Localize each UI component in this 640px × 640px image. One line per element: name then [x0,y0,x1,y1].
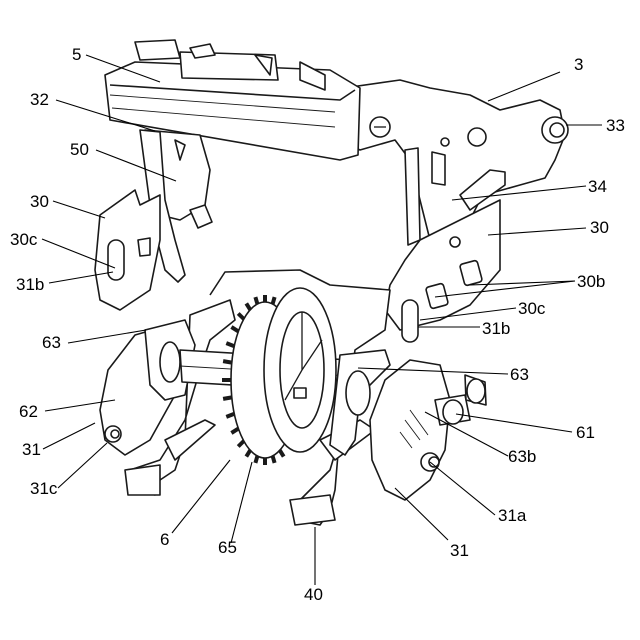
label-31b-right: 31b [482,319,510,338]
gear-tooth [231,429,238,433]
label-31-right: 31 [450,541,469,560]
label-31b-left: 31b [16,275,44,294]
gear-tooth [231,327,238,331]
gear-tooth [246,450,250,456]
gear-65 [222,288,336,465]
gear-tooth [273,297,275,304]
gear-tooth [223,397,232,399]
label-63-right: 63 [510,365,529,384]
label-31a: 31a [498,506,527,525]
label-61: 61 [576,423,595,442]
label-30c-left: 30c [10,230,38,249]
label-34: 34 [588,177,607,196]
label-50: 50 [70,140,89,159]
gear-tooth [255,456,257,463]
label-65: 65 [218,538,237,557]
label-30-right: 30 [590,218,609,237]
label-33: 33 [606,116,625,135]
label-6: 6 [160,530,169,549]
gear-tooth [273,456,275,463]
gear-tooth [226,343,234,346]
side-frame-left-30 [95,190,160,310]
gear-tooth [226,414,234,417]
label-5: 5 [72,45,81,64]
label-31c: 31c [30,479,58,498]
plate-3 [330,80,568,240]
label-31-left: 31 [22,440,41,459]
gear-tooth [238,441,244,447]
label-30-left: 30 [30,192,49,211]
label-32: 32 [30,90,49,109]
label-63b: 63b [508,447,536,466]
gear-tooth [223,361,232,363]
label-40: 40 [304,585,323,604]
label-3: 3 [574,55,583,74]
gear-tooth [238,314,244,320]
gear-tooth [280,450,284,456]
label-62: 62 [19,402,38,421]
label-63-left: 63 [42,333,61,352]
label-30b: 30b [577,272,605,291]
gear-tooth [255,297,257,304]
label-30c-right: 30c [518,299,546,318]
